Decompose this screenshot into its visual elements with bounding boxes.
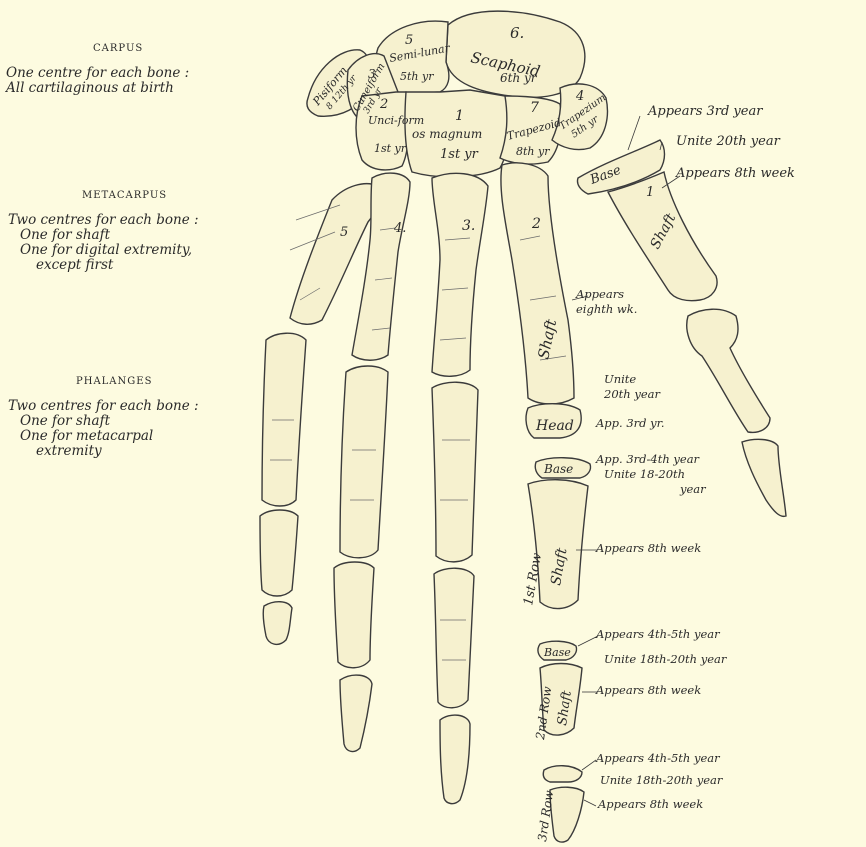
middle-finger-distal [440,715,470,804]
semilunar-age: 5th yr [400,70,434,83]
row2-base-app-label: Appears 4th-5th year [596,627,720,641]
thumb-appears-3rd-label: Appears 3rd year [648,104,762,119]
thumb-appears-8th-label: Appears 8th week [676,166,795,181]
thumb-distal-phalanx [742,439,786,516]
metacarpal-3 [432,173,488,376]
ring-finger-proximal [340,366,388,558]
trapezoid-number: 7 [530,100,539,116]
metacarpal-3-number: 3. [462,218,475,234]
row1-shaft-app-label: Appears 8th week [596,541,701,555]
middle-finger-middle [434,568,474,708]
os-magnum-number: 1 [455,108,464,124]
metacarpal-appears-label: Appears [576,287,624,301]
os-magnum-name: os magnum [412,127,482,141]
unciform-number: 2 [379,97,388,112]
unciform-name: Unci-form [368,114,424,127]
ring-finger-distal [340,675,372,751]
scaphoid-age: 6th yr [500,71,538,85]
little-finger-proximal [262,333,306,506]
row2-base-label: Base [543,646,571,659]
trapezium-number: 4 [575,89,584,104]
scaphoid-number: 6. [510,24,524,42]
metacarpal-4-number: 4. [393,221,406,236]
little-finger-distal [263,602,292,645]
metacarpal-2-number: 2 [531,216,541,232]
metacarpal-2-head-label: Head [535,418,574,434]
middle-finger-proximal [432,382,478,562]
thumb-unite-label: Unite 20th year [676,134,780,149]
metacarpal-head-app-label: App. 3rd yr. [596,416,665,430]
little-finger-middle [260,510,298,596]
row1-base-app-label: App. 3rd-4th year [596,452,699,466]
row3-shaft-app-label: Appears 8th week [598,797,703,811]
ring-finger-middle [334,562,374,668]
metacarpal-5-number: 5 [340,225,348,240]
row3-base [543,766,582,782]
row1-unite-label-2: year [680,482,706,496]
metacarpal-2 [501,163,574,404]
row2-unite-label: Unite 18th-20th year [604,652,726,666]
trapezoid-age: 8th yr [516,145,550,158]
metacarpal-unite-label-2: 20th year [604,387,660,401]
metacarpal-appears-label-2: eighth wk. [576,302,637,316]
unciform-age: 1st yr [374,142,407,155]
row2-shaft-app-label: Appears 8th week [596,683,701,697]
row1-unite-label: Unite 18-20th [604,467,685,481]
os-magnum-age: 1st yr [440,147,479,162]
row1-base-label: Base [543,462,573,476]
row3-base-app-label: Appears 4th-5th year [596,751,720,765]
thumb-number: 1 [646,185,654,200]
thumb-proximal-phalanx [687,309,770,432]
row3-unite-label: Unite 18th-20th year [600,773,722,787]
metacarpal-unite-label: Unite [604,372,636,386]
semilunar-number: 5 [405,33,413,48]
